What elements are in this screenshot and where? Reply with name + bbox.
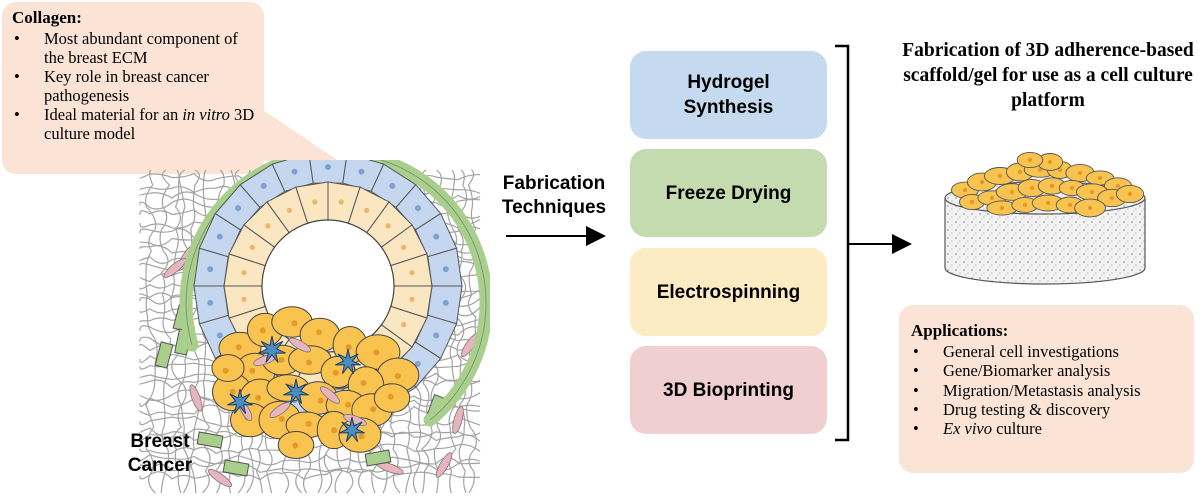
technique-electrospinning: Electrospinning (630, 248, 827, 336)
applications-list: General cell investigations Gene/Biomark… (911, 342, 1191, 438)
application-item: Drug testing & discovery (911, 400, 1191, 419)
collagen-text: Collagen: Most abundant component of the… (12, 8, 258, 143)
application-item: Gene/Biomarker analysis (911, 361, 1191, 380)
technique-3d-bioprinting: 3D Bioprinting (630, 346, 827, 434)
fabrication-techniques-label: Fabrication Techniques (501, 173, 607, 218)
applications-title: Applications: (911, 321, 1009, 340)
breast-cancer-label: Breast Cancer (127, 431, 193, 476)
star-cells (227, 335, 365, 443)
technique-freeze-drying: Freeze Drying (630, 149, 827, 237)
applications-text: Applications: General cell investigation… (911, 321, 1191, 438)
technique-hydrogel-synthesis: Hydrogel Synthesis (630, 51, 827, 139)
cultured-cells (951, 151, 1145, 218)
techniques-bracket (835, 44, 850, 442)
collagen-fragments (154, 304, 447, 477)
scaffold-illustration (944, 151, 1146, 285)
collagen-title: Collagen: (12, 8, 82, 27)
collagen-item: Ideal material for an in vitro 3D cultur… (12, 105, 258, 143)
scaffold-cylinder (944, 198, 1146, 285)
collagen-item: Most abundant component of the breast EC… (12, 29, 258, 67)
application-item: Migration/Metastasis analysis (911, 381, 1191, 400)
scaffold-title: Fabrication of 3D adherence-based scaffo… (902, 40, 1194, 111)
collagen-item: Key role in breast cancer pathogenesis (12, 67, 258, 105)
collagen-list: Most abundant component of the breast EC… (12, 29, 258, 143)
breast-duct-illustration (139, 160, 490, 494)
application-item: Ex vivo culture (911, 419, 1191, 438)
application-item: General cell investigations (911, 342, 1191, 361)
